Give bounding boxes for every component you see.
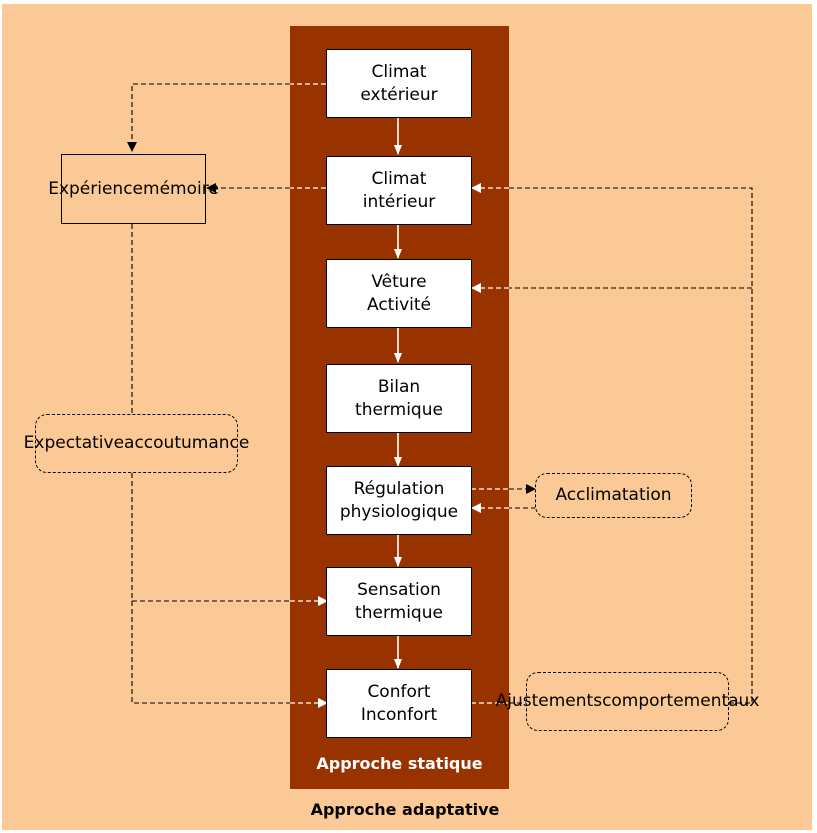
experience-label: mémoire bbox=[143, 178, 219, 199]
step-label: Sensation bbox=[357, 579, 441, 600]
step-label: thermique bbox=[355, 399, 443, 420]
step-label: Inconfort bbox=[360, 704, 438, 725]
adjustments-label: Ajustements bbox=[495, 691, 603, 711]
link-expectation-to-sensation bbox=[131, 473, 290, 602]
link-expectation-to-comfort bbox=[131, 601, 290, 704]
experience-label: Expérience bbox=[48, 178, 144, 199]
expectation-label: Expectative bbox=[23, 433, 125, 453]
step-label: extérieur bbox=[360, 84, 438, 105]
expectation-box: Expectativeaccoutumance bbox=[24, 414, 249, 473]
arrowhead-sensation bbox=[318, 596, 328, 606]
arrowhead-acclimatation bbox=[526, 484, 536, 494]
step-label: Activité bbox=[367, 294, 431, 315]
arrowhead-clothing bbox=[471, 283, 481, 293]
step-label: Confort bbox=[367, 681, 431, 702]
expectation-label: accoutumance bbox=[124, 433, 250, 453]
step-label: thermique bbox=[355, 602, 443, 623]
link-climate-to-experience bbox=[131, 83, 290, 144]
step-label: Climat bbox=[371, 168, 427, 189]
link-adjust-loop bbox=[509, 187, 753, 704]
step-label: physiologique bbox=[339, 501, 459, 522]
step-label: Bilan bbox=[377, 376, 421, 397]
step-label: Régulation bbox=[353, 478, 445, 499]
behavioural-adjustments-box: Ajustementscomportementaux bbox=[496, 672, 759, 731]
static-approach-label: Approche statique bbox=[316, 754, 483, 773]
arrowhead-comfort bbox=[318, 698, 328, 708]
arrowhead-regulation bbox=[471, 503, 481, 513]
step-label: Climat bbox=[371, 61, 427, 82]
adaptive-approach-label: Approche adaptative bbox=[310, 800, 500, 819]
adjustments-label: comportementaux bbox=[602, 691, 760, 711]
arrowhead-indoor bbox=[471, 183, 481, 193]
acclimatation-box: Acclimatation bbox=[535, 473, 692, 518]
arrowhead-experience-right bbox=[206, 183, 216, 193]
arrowhead-experience-top bbox=[127, 142, 137, 152]
step-label: intérieur bbox=[362, 191, 436, 212]
step-label: Vêture bbox=[371, 271, 427, 292]
experience-memory-box: Expériencemémoire bbox=[48, 154, 219, 224]
acclimatation-label: Acclimatation bbox=[555, 485, 672, 505]
